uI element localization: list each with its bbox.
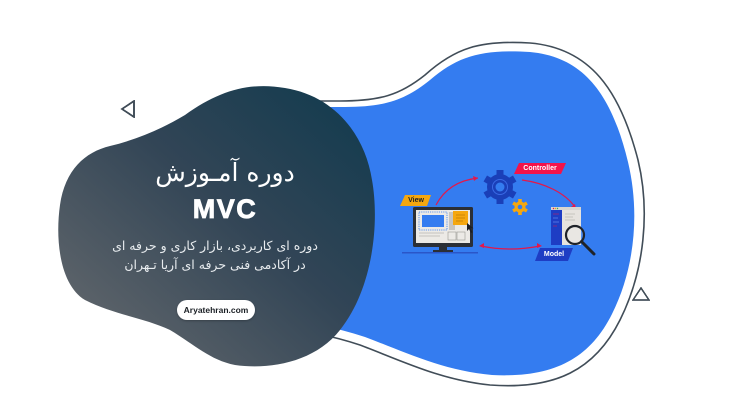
arrow-controller-to-model <box>521 179 576 208</box>
gear-icon <box>483 170 517 204</box>
model-label-bg <box>535 248 573 261</box>
triangle-up-icon <box>632 287 650 301</box>
monitor-icon <box>402 207 478 254</box>
arrow-view-model-bidirectional <box>480 245 541 250</box>
view-label: View <box>408 197 424 204</box>
model-label: Model <box>543 251 565 258</box>
course-description: دوره ای کاربردی، بازار کاری و حرفه ای در… <box>105 236 325 274</box>
course-title-persian: دوره آمـوزش <box>155 158 295 187</box>
controller-label: Controller <box>523 165 557 172</box>
controller-label-bg <box>514 163 566 174</box>
arrow-view-to-controller <box>435 177 479 206</box>
magnifier-icon <box>564 224 596 256</box>
blob-outline <box>269 41 645 387</box>
course-title-mvc: MVC <box>192 194 258 225</box>
description-line-2: در آکادمی فنی حرفه ای آریا تـهران <box>124 257 306 272</box>
dark-blob <box>58 86 375 367</box>
chevron-left-icon <box>120 100 135 118</box>
small-gear-icon <box>512 199 528 215</box>
view-label-bg <box>400 195 431 206</box>
website-link[interactable]: Aryatehran.com <box>177 300 255 320</box>
description-line-1: دوره ای کاربردی، بازار کاری و حرفه ای <box>112 238 318 253</box>
cursor-icon <box>467 223 474 233</box>
